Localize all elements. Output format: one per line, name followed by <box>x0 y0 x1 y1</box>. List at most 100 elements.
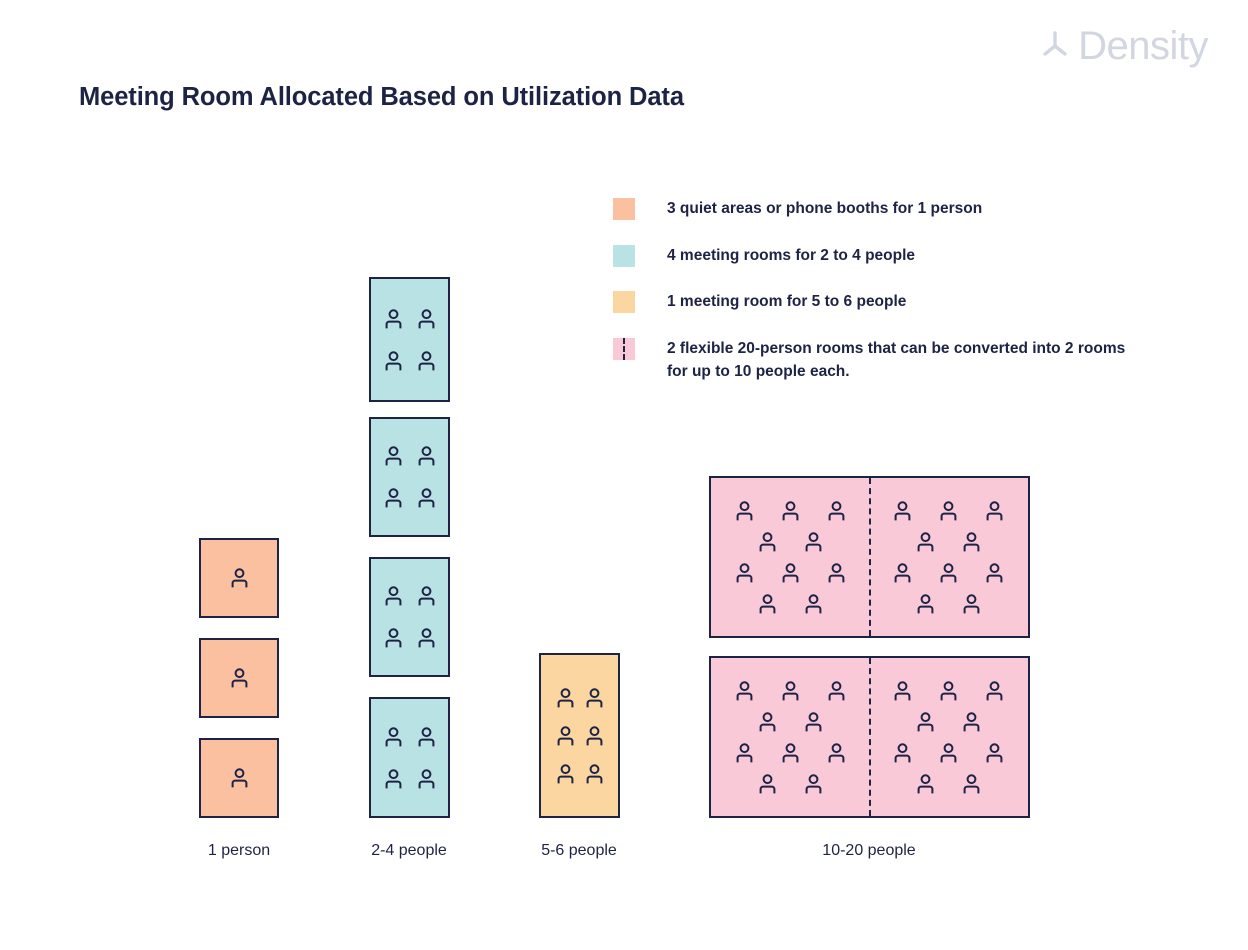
person-icon <box>963 711 980 731</box>
seat-person <box>385 350 402 371</box>
person-icon <box>385 628 401 648</box>
seat-person <box>759 711 776 732</box>
person-icon <box>736 680 753 700</box>
seat-row <box>759 711 822 732</box>
seat-person <box>917 711 934 732</box>
seat-person <box>385 768 402 789</box>
seat-person <box>418 768 435 789</box>
person-icon <box>385 446 401 466</box>
person-icon <box>805 773 822 793</box>
legend-item: 1 meeting room for 5 to 6 people <box>613 290 1173 314</box>
seat-person <box>385 628 402 648</box>
seat-person <box>963 711 980 732</box>
person-icon <box>586 687 602 707</box>
seat-person <box>917 773 934 794</box>
seat-person <box>418 628 435 648</box>
person-icon <box>805 593 822 613</box>
person-icon <box>986 562 1003 582</box>
seat-row <box>917 593 980 614</box>
person-icon <box>418 768 434 788</box>
seat-person <box>782 742 799 763</box>
seat-person <box>986 680 1003 701</box>
person-icon <box>759 711 776 731</box>
seat-person <box>736 562 753 583</box>
room-1person-1 <box>199 538 279 618</box>
room-seating <box>371 419 448 535</box>
seat-row <box>736 500 845 521</box>
seat-row <box>917 531 980 552</box>
person-icon <box>986 500 1003 520</box>
person-icon <box>231 568 247 588</box>
legend-label: 3 quiet areas or phone booths for 1 pers… <box>667 200 983 217</box>
person-icon <box>231 668 247 688</box>
seat-person <box>385 488 402 508</box>
chart-legend: 3 quiet areas or phone booths for 1 pers… <box>613 197 1173 384</box>
page-title: Meeting Room Allocated Based on Utilizat… <box>79 83 684 111</box>
room-10to20-1 <box>709 476 1030 638</box>
person-icon <box>418 488 434 508</box>
person-icon <box>418 586 434 606</box>
seat-row <box>385 488 435 508</box>
category-label-1-person: 1 person <box>207 842 271 859</box>
person-icon <box>894 742 911 762</box>
person-icon <box>940 500 957 520</box>
seat-person <box>917 531 934 552</box>
seat-person <box>986 562 1003 583</box>
seat-person <box>805 531 822 552</box>
seat-row <box>557 687 603 708</box>
seat-row <box>917 711 980 732</box>
seat-person <box>736 680 753 701</box>
seat-row <box>385 768 435 789</box>
person-icon <box>418 308 434 328</box>
person-icon <box>805 531 822 551</box>
person-icon <box>782 680 799 700</box>
person-icon <box>940 680 957 700</box>
room-1person-2 <box>199 638 279 718</box>
person-icon <box>917 593 934 613</box>
person-icon <box>963 773 980 793</box>
person-icon <box>828 500 845 520</box>
seat-row <box>894 680 1003 701</box>
room-2to4-2 <box>369 417 450 537</box>
seat-person <box>940 742 957 763</box>
person-icon <box>917 773 934 793</box>
seat-person <box>894 500 911 521</box>
person-icon <box>385 488 401 508</box>
person-icon <box>782 562 799 582</box>
seat-row <box>385 350 435 371</box>
room-seating <box>371 279 448 400</box>
person-icon <box>418 726 434 746</box>
seat-row <box>385 308 435 329</box>
seat-row <box>385 628 435 648</box>
seat-row <box>894 562 1003 583</box>
seat-person <box>894 562 911 583</box>
person-icon <box>557 687 573 707</box>
seat-person <box>557 763 574 784</box>
room-2to4-3 <box>369 557 450 677</box>
seat-person <box>418 350 435 371</box>
seat-person <box>736 500 753 521</box>
seat-row <box>231 668 248 688</box>
seat-person <box>805 593 822 614</box>
seat-person <box>418 488 435 508</box>
seat-row <box>736 680 845 701</box>
person-icon <box>557 763 573 783</box>
person-icon <box>759 773 776 793</box>
person-icon <box>986 742 1003 762</box>
person-icon <box>759 531 776 551</box>
seat-person <box>963 531 980 552</box>
person-icon <box>805 711 822 731</box>
room-half-left <box>711 478 870 636</box>
person-icon <box>385 308 401 328</box>
seat-person <box>231 568 248 588</box>
density-logo-icon <box>1040 29 1070 64</box>
legend-item: 2 flexible 20-person rooms that can be c… <box>613 337 1173 384</box>
room-divider-dashed <box>868 658 871 816</box>
legend-label: 1 meeting room for 5 to 6 people <box>667 293 907 311</box>
seat-row <box>917 773 980 794</box>
person-icon <box>418 350 434 370</box>
person-icon <box>828 562 845 582</box>
seat-person <box>917 593 934 614</box>
seat-person <box>385 726 402 747</box>
